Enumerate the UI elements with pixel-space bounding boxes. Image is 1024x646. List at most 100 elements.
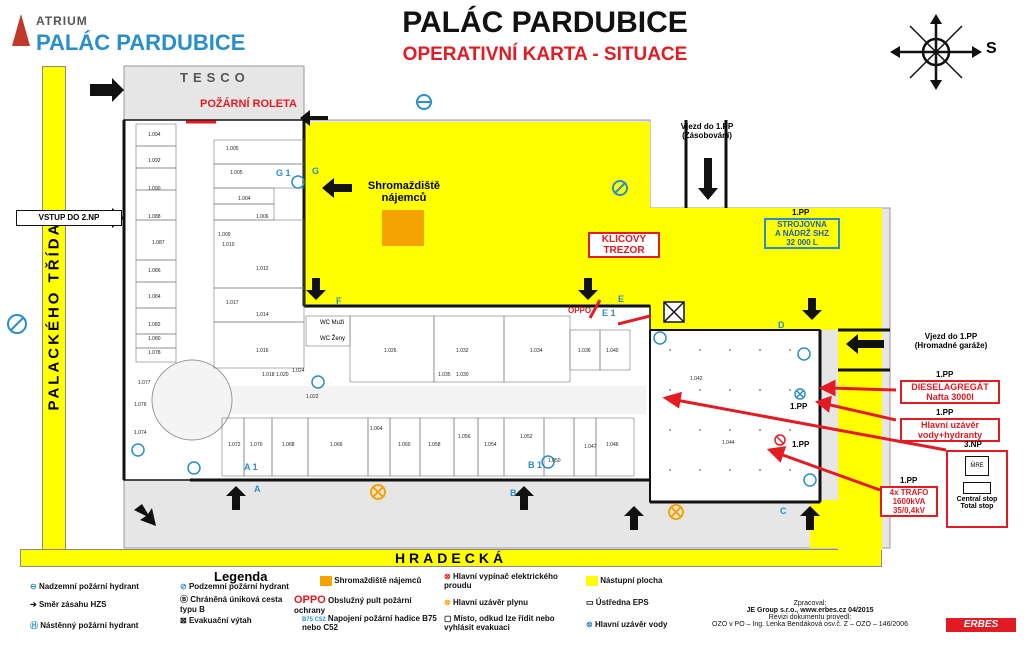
legend-item-label: Evakuační výtah	[188, 616, 252, 625]
evacuation-control-icon: ▢	[444, 614, 452, 623]
legend-item: OPPO Obslužný pult požární ochrany	[294, 594, 434, 615]
credits: Zpracoval: JE Group s.r.o., www.erbes.cz…	[670, 600, 950, 628]
assembly-point	[382, 210, 424, 246]
trafo-level: 1.PP	[900, 476, 918, 485]
wc-men-label: WC Muži	[320, 320, 345, 326]
legend-item: ⊗ Hlavní uzávěr plynu	[444, 598, 528, 607]
water-valve-level: 1.PP	[936, 408, 954, 417]
access-area-east-bottom	[810, 500, 850, 548]
entry-label: G 1	[276, 168, 291, 178]
evacuation-control-icon: M̄RE	[965, 456, 989, 476]
engine-room-box: STROJOVNA A NÁDRŽ SHZ 32 000 L	[764, 218, 840, 249]
entrance-2np-label: VSTUP DO 2.NP	[16, 210, 122, 226]
access-area-east	[838, 208, 882, 550]
compass-icon	[888, 14, 988, 90]
logo-small-text: ATRIUM	[36, 14, 88, 28]
legend-item: ▢ Místo, odkud lze řídit nebo vyhlásit e…	[444, 614, 584, 632]
arrow-icon: ➔	[30, 600, 37, 609]
central-stop-label: Central stop Total stop	[956, 496, 998, 510]
pp1-label-a: 1.PP	[790, 402, 808, 411]
legend-item-label: Chráněná úniková cesta typu B	[180, 595, 283, 614]
rotunda	[151, 359, 233, 441]
legend-item: ⊗ Hlavní uzávěr vody	[586, 620, 667, 629]
legend-item-label: Ústředna EPS	[595, 598, 649, 607]
entry-1pp-garage-label: Vjezd do 1.PP (Hromadné garáže)	[914, 332, 988, 350]
pp1-label-b: 1.PP	[792, 440, 810, 449]
erbes-logo: ERBES	[946, 618, 1016, 632]
entry-label: A 1	[244, 462, 258, 472]
eps-icon: ▭	[586, 598, 594, 607]
entry-1pp-supply-label: Vjezd do 1.PP (Zásobování)	[680, 122, 734, 140]
legend-item-label: Hlavní uzávěr vody	[594, 620, 668, 629]
entry-label: B	[510, 488, 517, 498]
legend-title: Legenda	[214, 569, 268, 584]
oppo-icon: OPPO	[294, 594, 326, 606]
credit-line: JE Group s.r.o., www.erbes.cz 04/2015	[746, 607, 874, 614]
legend-item-label: Obslužný pult požární ochrany	[294, 596, 412, 615]
logo-text: PALÁC PARDUBICE	[36, 30, 246, 55]
key-safe-box: KLÍČOVÝ TREZOR	[588, 232, 660, 258]
access-area-icon	[586, 576, 598, 586]
legend-item-label: Směr zásahu HZS	[38, 600, 107, 609]
wc-women-label: WC Ženy	[320, 336, 346, 342]
central-stop-level: 3.NP	[964, 440, 982, 449]
credit-line: OZO v PO – Ing. Lenka Bendáková osv.č. Z…	[712, 621, 908, 628]
fire-shutter-label: POŽÁRNÍ ROLETA	[200, 98, 297, 110]
trafo-box: 4x TRAFO 1600kVA 35/0,4kV	[880, 486, 938, 517]
entry-label: F	[336, 296, 342, 306]
legend-item-label: Místo, odkud lze řídit nebo vyhlásit eva…	[444, 614, 555, 632]
legend: ⊖ Nadzemní požární hydrant ⊘ Podzemní po…	[30, 572, 667, 642]
entry-label: C	[780, 506, 787, 516]
street-palackeho: PALACKÉHO TŘÍDA	[42, 66, 66, 566]
assembly-icon	[320, 576, 332, 586]
mall-corridor	[186, 386, 646, 414]
escape-route-icon: Ⓑ	[180, 595, 188, 604]
entry-label: E	[618, 294, 625, 304]
street-hradecka: HRADECKÁ	[20, 549, 882, 567]
legend-item: ⊘ Podzemní požární hydrant	[180, 582, 289, 591]
legend-item-label: Nástěnný požární hydrant	[40, 621, 139, 630]
generator-box: DIESELAGREGÁT Nafta 3000l	[900, 380, 1000, 404]
engine-room-level: 1.PP	[792, 208, 810, 217]
compass-north-label: S	[986, 40, 997, 57]
legend-item: ⊖ Nadzemní požární hydrant	[30, 582, 139, 591]
legend-item: ➔ Směr zásahu HZS	[30, 600, 107, 609]
assembly-label: Shromaždiště nájemců	[367, 180, 441, 204]
legend-item: Nástupní plocha	[586, 576, 662, 586]
legend-item-label: Hlavní uzávěr plynu	[452, 598, 529, 607]
entry-label: G	[312, 166, 320, 176]
oppo-label: OPPO	[568, 306, 592, 315]
water-valve-box: Hlavní uzávěr vody+hydranty	[900, 418, 1000, 442]
legend-item: ▭ Ústředna EPS	[586, 598, 649, 607]
legend-item: ⊗ Hlavní vypínač elektrického proudu	[444, 572, 564, 590]
page-title: PALÁC PARDUBICE	[402, 6, 688, 39]
hose-connection-icon: B75 C52	[302, 617, 326, 623]
water-valve-icon: ⊗	[586, 620, 593, 629]
logo-mark	[10, 12, 32, 48]
tesco-label: TESCO	[180, 70, 250, 85]
legend-item: Ⓗ Nástěnný požární hydrant	[30, 620, 138, 631]
legend-item: B75 C52 Napojení požární hadice B75 nebo…	[302, 614, 442, 632]
evacuation-lift-icon: ⊠	[180, 616, 187, 625]
legend-item-label: Nástupní plocha	[600, 576, 663, 586]
generator-level: 1.PP	[936, 370, 954, 379]
legend-item: Ⓑ Chráněná úniková cesta typu B	[180, 594, 300, 614]
page-subtitle: OPERATIVNÍ KARTA - SITUACE	[402, 44, 688, 65]
entry-label: A	[254, 484, 261, 494]
legend-item: ⊠ Evakuační výtah	[180, 616, 252, 625]
entry-label: D	[778, 320, 785, 330]
legend-item: Shromaždiště nájemců	[320, 576, 421, 586]
credit-line: Revizi dokumentu provedl:	[768, 614, 852, 621]
entry-label: B 1	[528, 460, 543, 470]
hydrant-icon: ⊖	[30, 582, 37, 591]
main-switch-icon: ⊗	[444, 572, 451, 581]
entry-label: E 1	[602, 308, 616, 318]
legend-item-label: Hlavní vypínač elektrického proudu	[444, 572, 558, 590]
underground-hydrant-icon: ⊘	[180, 582, 187, 591]
eps-panel-icon	[963, 482, 991, 494]
legend-item-label: Podzemní požární hydrant	[188, 582, 289, 591]
legend-item-label: Shromaždiště nájemců	[334, 576, 422, 586]
central-stop-panel: M̄RE Central stop Total stop	[946, 450, 1008, 528]
wall-hydrant-icon: Ⓗ	[30, 621, 38, 630]
legend-item-label: Nadzemní požární hydrant	[38, 582, 139, 591]
